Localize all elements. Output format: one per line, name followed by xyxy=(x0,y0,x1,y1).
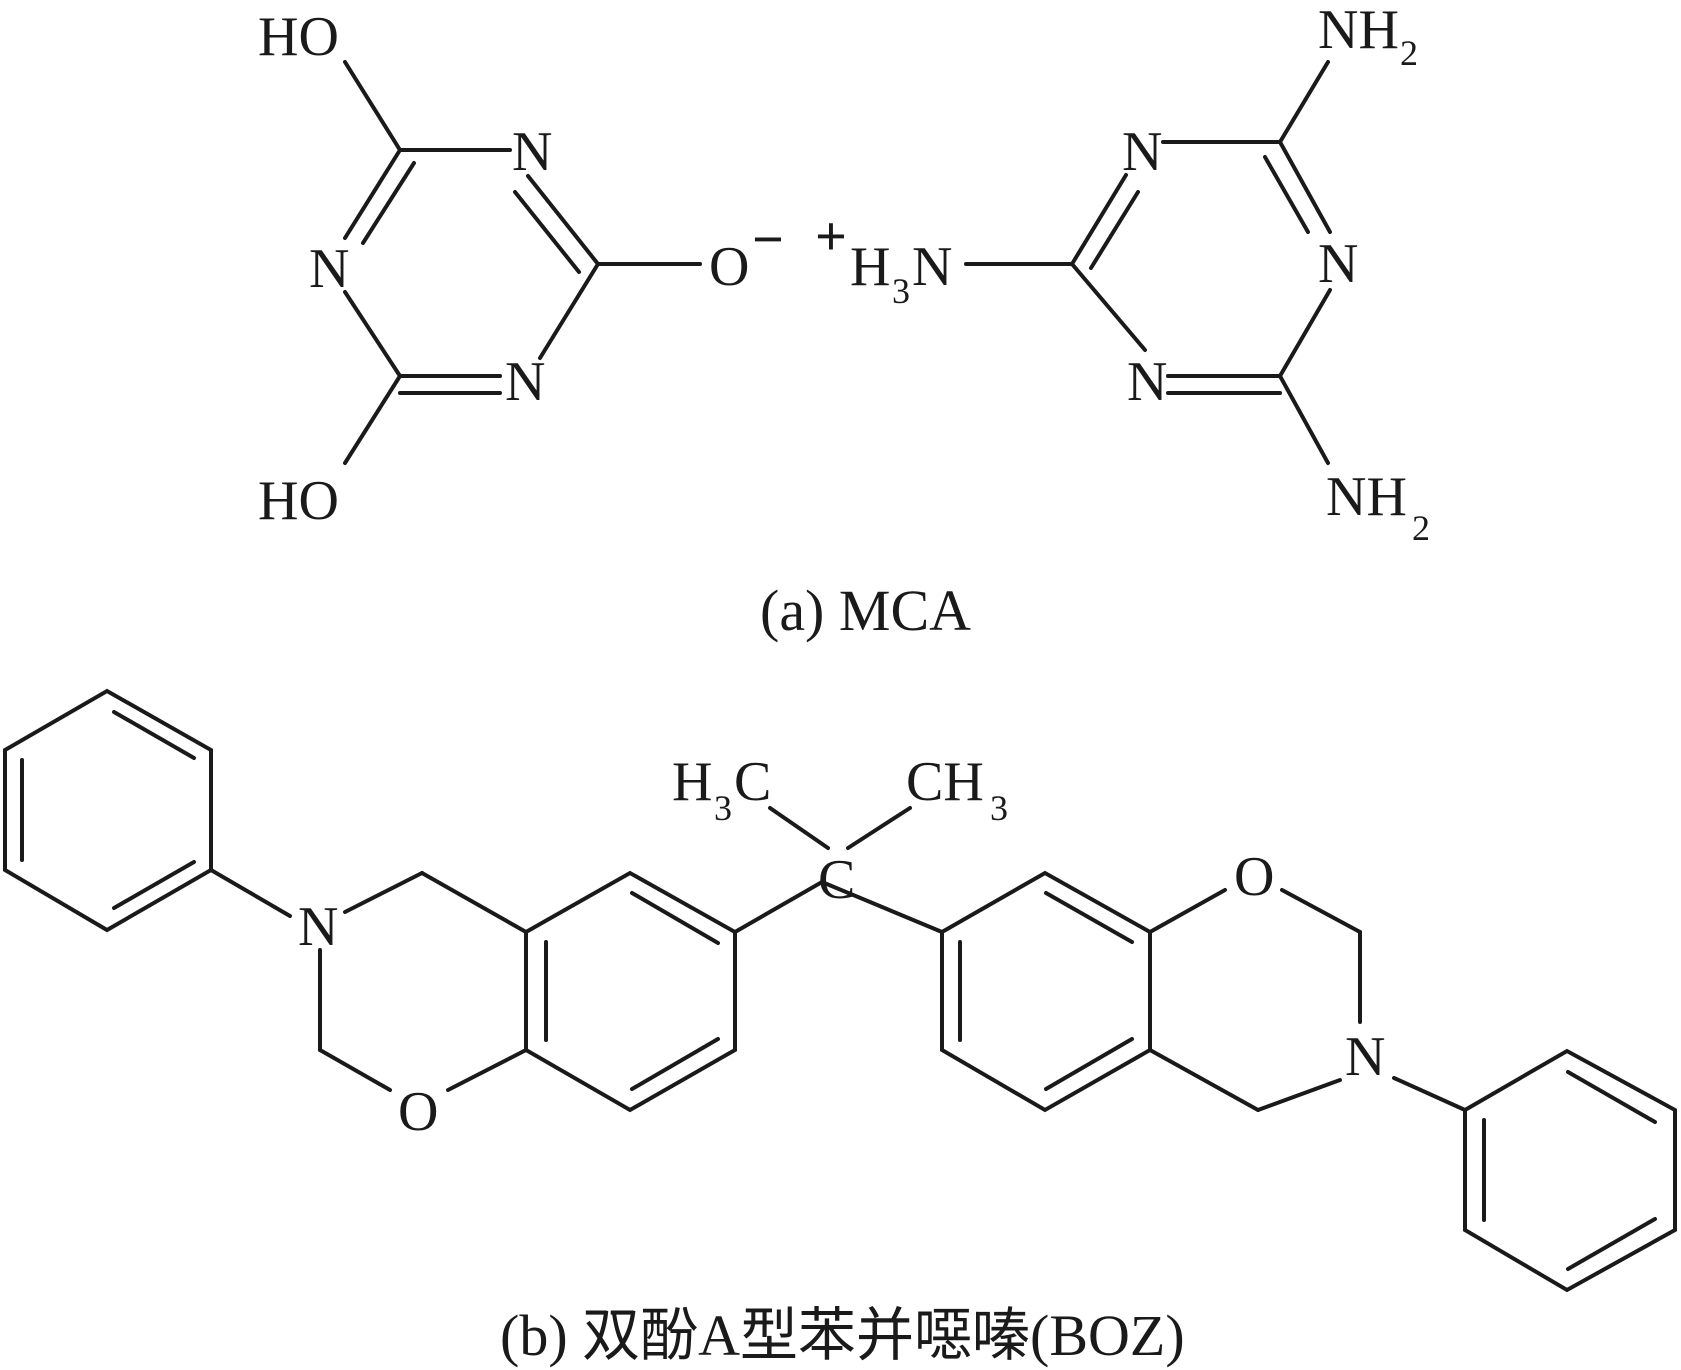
melamine-amine-top-nh: NH xyxy=(1318,0,1399,61)
melamine-n-bottom: N xyxy=(1127,351,1167,413)
cyanurate-anion: HO N N N HO O − xyxy=(258,6,784,532)
boz-methyl-left-subscript: 3 xyxy=(714,788,732,828)
melamine-amine-top-subscript: 2 xyxy=(1400,33,1418,73)
cyanurate-n-top: N xyxy=(512,121,552,183)
boz-right-n: N xyxy=(1345,1026,1385,1088)
boz-methyl-left-c: C xyxy=(734,751,771,813)
cyanurate-hydroxyl-top: HO xyxy=(258,6,339,68)
ammonium-h: H xyxy=(850,236,890,298)
boz-methyl-right-ch: CH xyxy=(906,751,984,813)
boz-methyl-right-subscript: 3 xyxy=(990,788,1008,828)
cyanurate-bonds xyxy=(343,60,702,465)
melaminium-cation: NH 2 N N N NH 2 + H 3 N xyxy=(815,0,1430,548)
caption-b: (b) 双酚A型苯并噁嗪(BOZ) xyxy=(500,1303,1185,1368)
boz-left-n: N xyxy=(298,896,338,958)
cyanurate-n-left: N xyxy=(309,238,349,300)
melamine-amine-bottom-subscript: 2 xyxy=(1412,508,1430,548)
melamine-amine-bottom-nh: NH xyxy=(1326,466,1407,528)
melamine-n-top: N xyxy=(1122,121,1162,183)
melamine-n-right: N xyxy=(1318,233,1358,295)
boz-methyl-left-h: H xyxy=(672,751,712,813)
cation-positive-charge: + xyxy=(815,206,847,268)
boz-bonds xyxy=(3,688,1677,1293)
oxide-negative-charge: − xyxy=(752,209,784,271)
benzoxazine-molecule: N O H 3 C CH 3 C O N xyxy=(3,688,1677,1293)
boz-right-o: O xyxy=(1234,846,1274,908)
melaminium-bonds xyxy=(964,60,1332,465)
cyanurate-hydroxyl-bottom: HO xyxy=(258,470,339,532)
cyanurate-n-bottom: N xyxy=(505,351,545,413)
oxide-oxygen: O xyxy=(709,236,749,298)
caption-a: (a) MCA xyxy=(760,578,971,643)
ammonium-n: N xyxy=(912,236,952,298)
ammonium-subscript: 3 xyxy=(892,271,910,311)
boz-central-c: C xyxy=(818,849,855,911)
boz-left-o: O xyxy=(398,1081,438,1143)
